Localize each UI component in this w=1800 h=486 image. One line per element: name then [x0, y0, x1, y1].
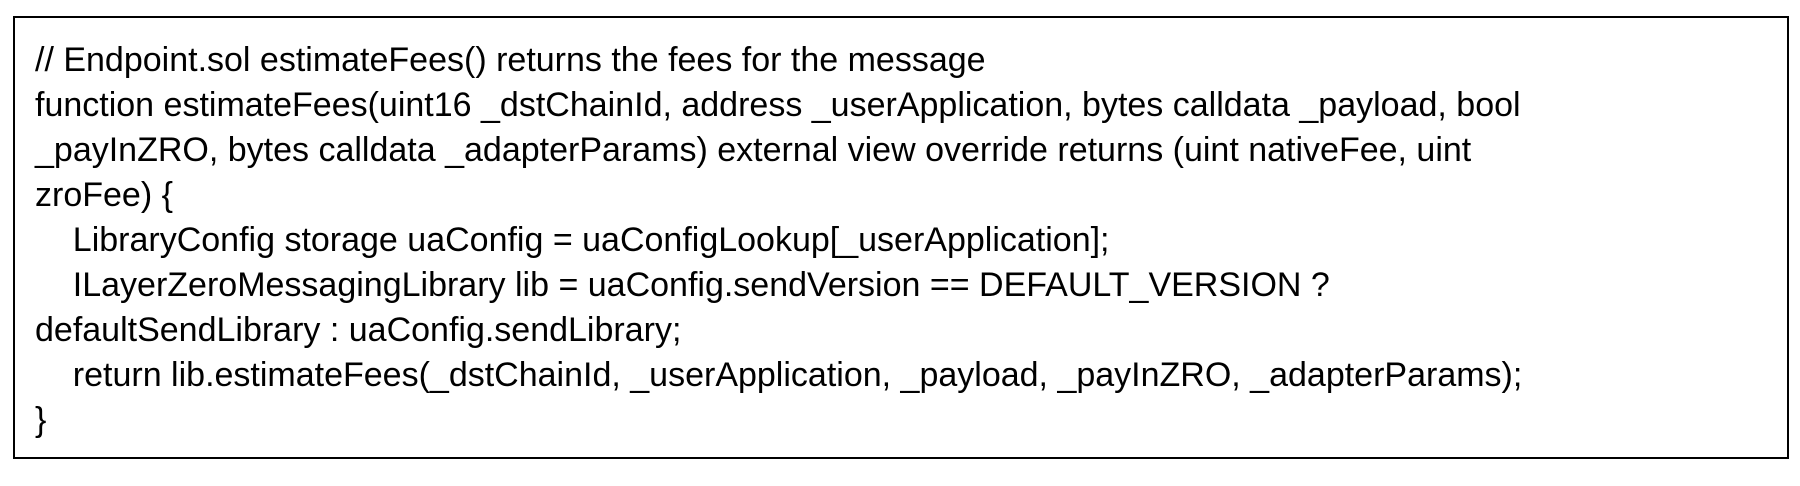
code-line-library-config: LibraryConfig storage uaConfig = uaConfi…	[35, 221, 1110, 259]
code-line-messaging-library-cont: defaultSendLibrary : uaConfig.sendLibrar…	[35, 311, 682, 349]
code-line-function-open: zroFee) {	[35, 176, 173, 214]
code-line-function-close: }	[35, 401, 47, 439]
code-line-function-signature: function estimateFees(uint16 _dstChainId…	[35, 86, 1521, 124]
code-line-return: return lib.estimateFees(_dstChainId, _us…	[35, 356, 1523, 394]
code-line-messaging-library: ILayerZeroMessagingLibrary lib = uaConfi…	[35, 266, 1330, 304]
code-line-function-signature-cont: _payInZRO, bytes calldata _adapterParams…	[35, 131, 1472, 169]
code-block: // Endpoint.sol estimateFees() returns t…	[13, 16, 1789, 459]
code-line-comment: // Endpoint.sol estimateFees() returns t…	[35, 41, 986, 79]
